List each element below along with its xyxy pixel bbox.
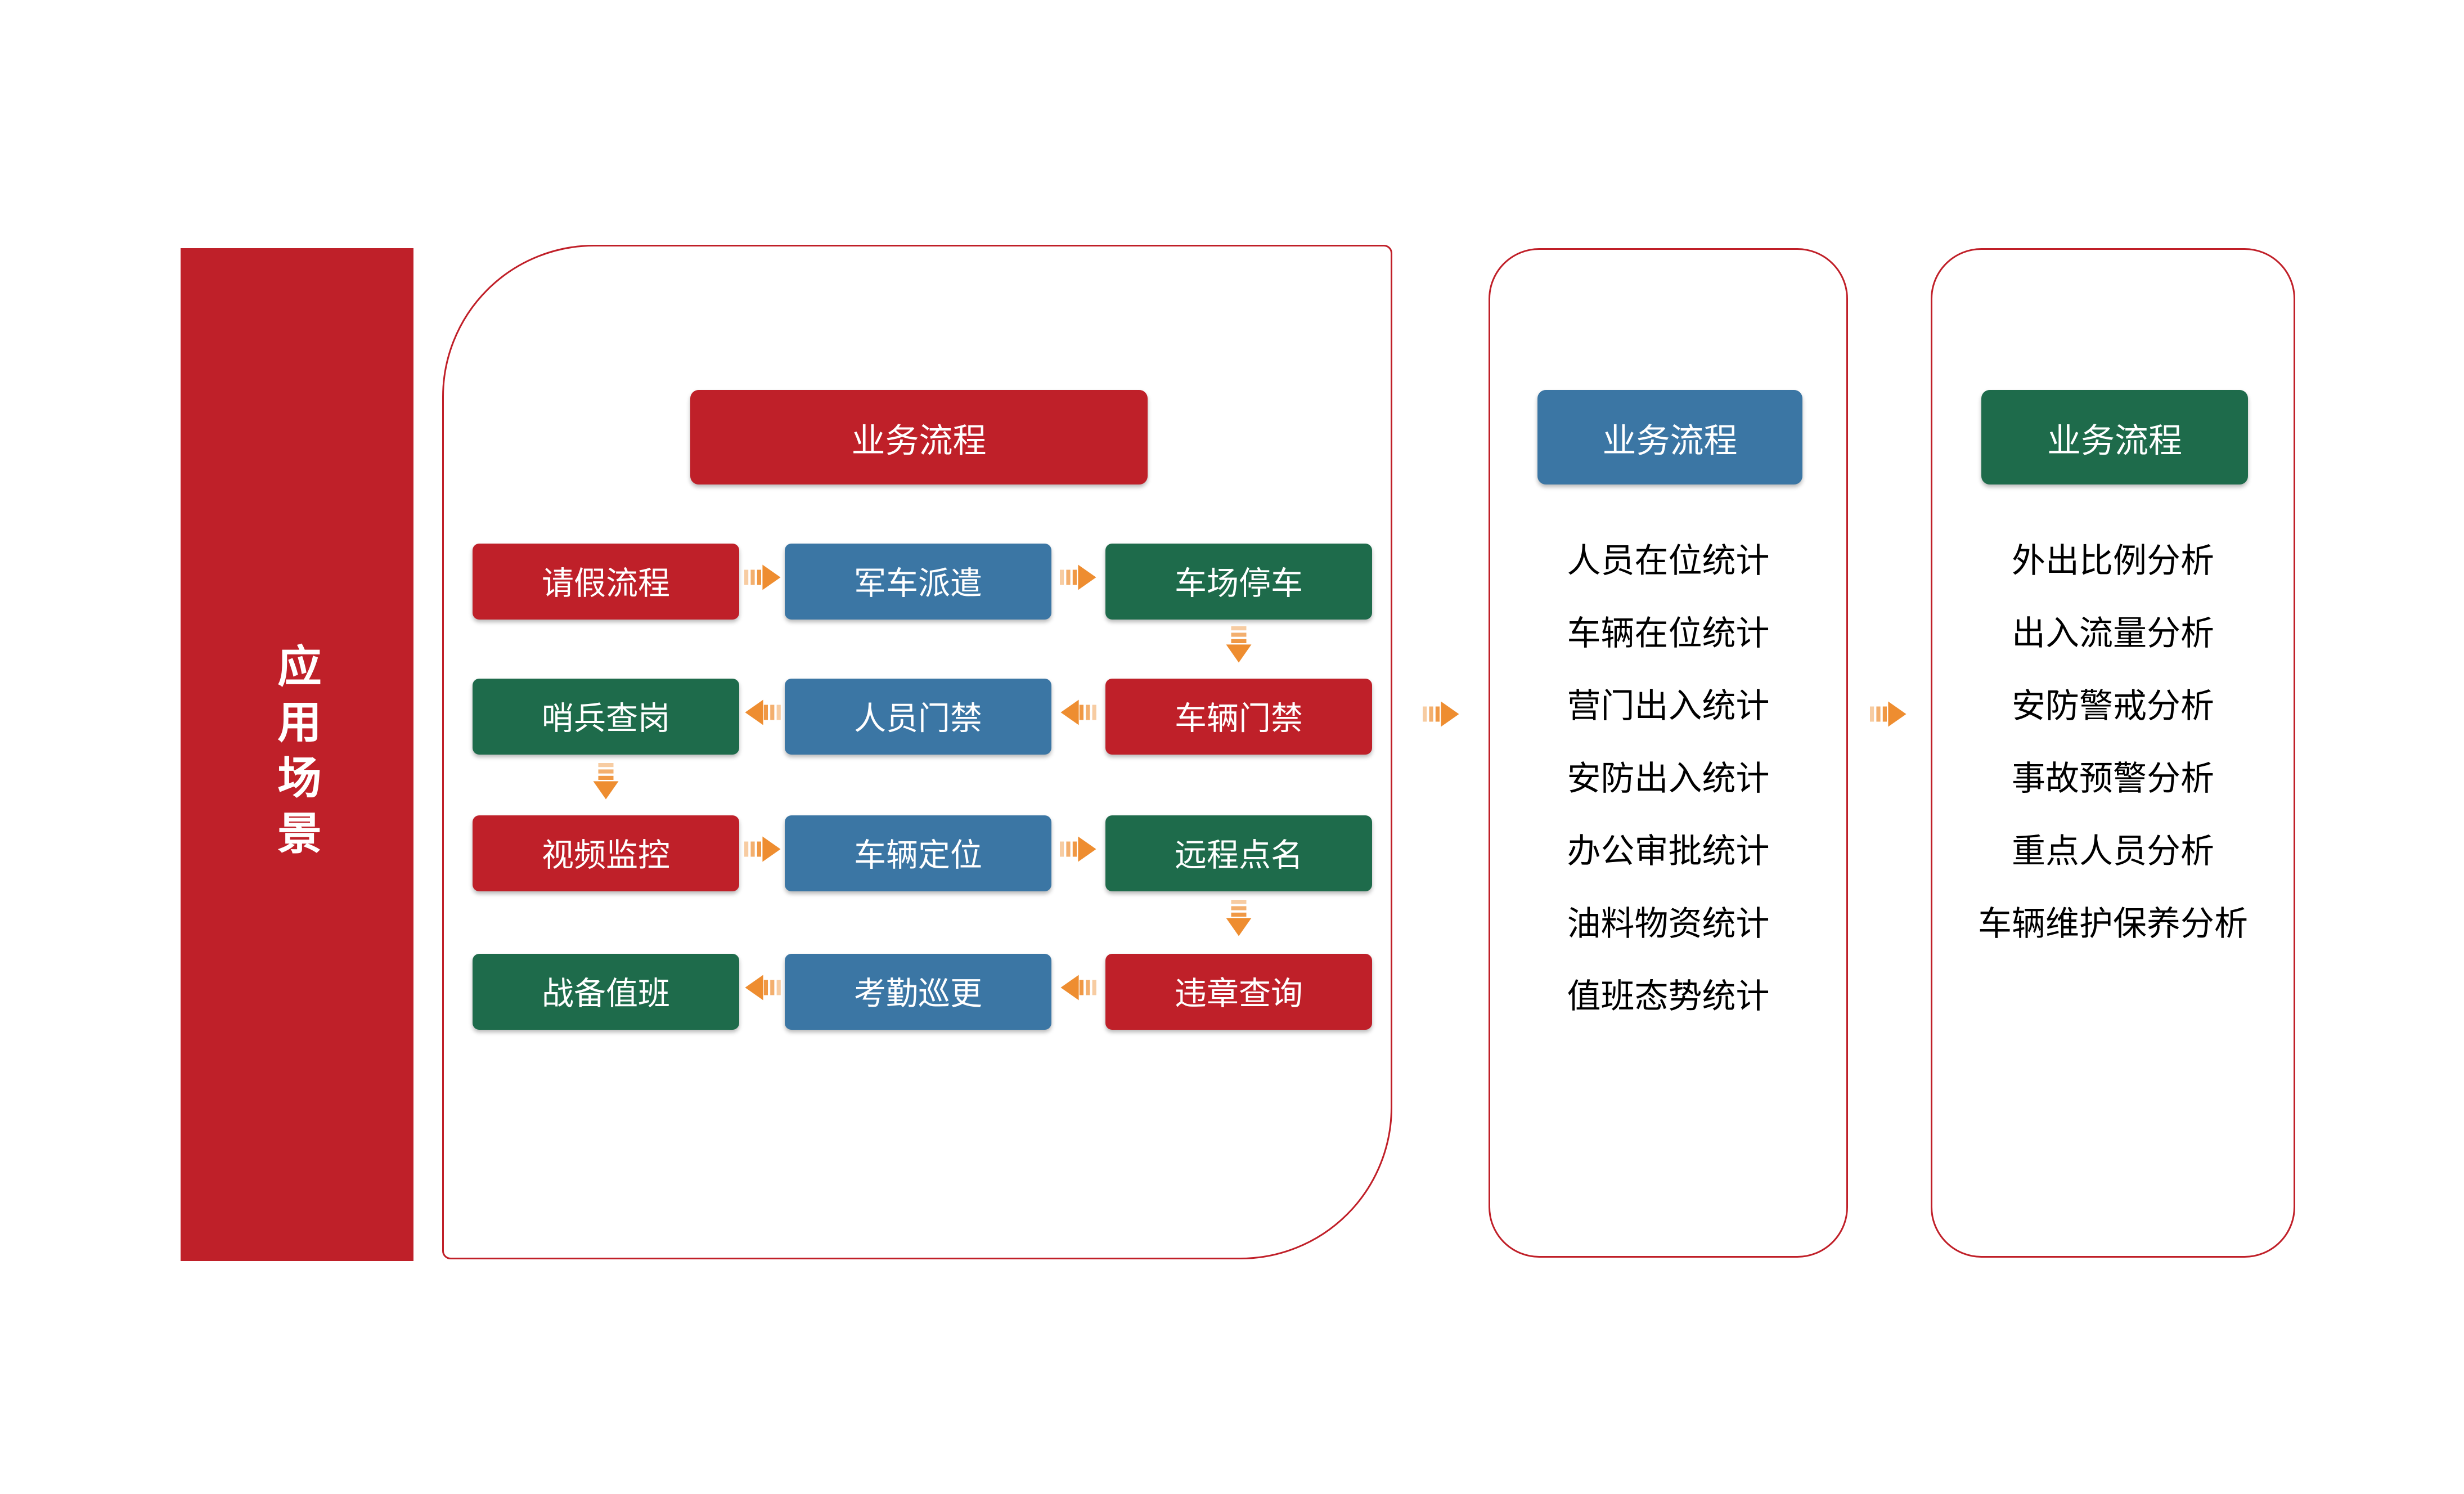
- list-item: 车辆在位统计: [1567, 616, 1770, 653]
- panel2-to-panel3-arrow-icon: [1870, 701, 1907, 731]
- flow-arrow-down-icon: [1225, 900, 1252, 945]
- flow-box: 人员门禁: [785, 679, 1051, 755]
- application-scenarios-bar: 应用场景: [181, 248, 413, 1261]
- list-item: 油料物资统计: [1567, 907, 1770, 944]
- flow-arrow-left-icon: [1060, 699, 1097, 734]
- flow-arrow-left-icon: [1060, 974, 1097, 1010]
- flow-box: 车场停车: [1105, 544, 1372, 620]
- flow-arrow-down-icon: [1225, 626, 1252, 672]
- list-item: 值班态势统计: [1567, 979, 1770, 1016]
- application-scenarios-title: 应用场景: [272, 643, 322, 866]
- flow-arrow-right-icon: [1870, 700, 1907, 735]
- panel3-header: 业务流程: [1981, 390, 2248, 484]
- flow-arrow-right-icon: [743, 564, 781, 599]
- panel1-to-panel2-arrow-icon: [1423, 701, 1460, 731]
- list-item: 营门出入统计: [1567, 689, 1770, 726]
- flow-box: 考勤巡更: [785, 954, 1051, 1030]
- list-item: 重点人员分析: [2012, 834, 2214, 871]
- flow-arrow-left-icon: [744, 974, 781, 1010]
- analysis-panel: 业务流程 外出比例分析出入流量分析安防警戒分析事故预警分析重点人员分析车辆维护保…: [1931, 248, 2295, 1258]
- flow-box: 请假流程: [473, 544, 739, 620]
- list-item: 办公审批统计: [1567, 834, 1770, 871]
- flow-arrow-right-icon: [743, 836, 781, 871]
- flow-arrow-right-icon: [1423, 700, 1460, 735]
- flow-box: 违章查询: [1105, 954, 1372, 1030]
- flow-box: 视频监控: [473, 815, 739, 891]
- flow-box: 远程点名: [1105, 815, 1372, 891]
- analysis-list: 外出比例分析出入流量分析安防警戒分析事故预警分析重点人员分析车辆维护保养分析: [1932, 522, 2294, 957]
- flow-arrow-down-icon: [592, 762, 619, 808]
- flow-box: 军车派遣: [785, 544, 1051, 620]
- list-item: 人员在位统计: [1567, 544, 1770, 581]
- flow-arrow-right-icon: [1060, 564, 1097, 599]
- list-item: 安防出入统计: [1567, 761, 1770, 798]
- statistics-list: 人员在位统计车辆在位统计营门出入统计安防出入统计办公审批统计油料物资统计值班态势…: [1490, 522, 1846, 1030]
- flow-box: 哨兵查岗: [473, 679, 739, 755]
- flow-arrow-left-icon: [744, 699, 781, 734]
- statistics-panel: 业务流程 人员在位统计车辆在位统计营门出入统计安防出入统计办公审批统计油料物资统…: [1489, 248, 1848, 1258]
- flow-box: 车辆门禁: [1105, 679, 1372, 755]
- list-item: 出入流量分析: [2012, 616, 2214, 653]
- flow-box: 车辆定位: [785, 815, 1051, 891]
- list-item: 事故预警分析: [2012, 761, 2214, 798]
- business-flow-panel: 业务流程 请假流程军车派遣车场停车 哨兵查岗人员门禁车辆门禁 视频监控车辆定位远…: [442, 245, 1392, 1259]
- flow-box: 战备值班: [473, 954, 739, 1030]
- list-item: 安防警戒分析: [2012, 689, 2214, 726]
- list-item: 外出比例分析: [2012, 544, 2214, 581]
- flow-arrow-right-icon: [1060, 836, 1097, 871]
- flow-grid: 请假流程军车派遣车场停车 哨兵查岗人员门禁车辆门禁 视频监控车辆定位远程点名: [473, 544, 1372, 1030]
- panel2-header: 业务流程: [1537, 390, 1802, 484]
- list-item: 车辆维护保养分析: [1978, 907, 2248, 944]
- panel1-header: 业务流程: [690, 390, 1148, 484]
